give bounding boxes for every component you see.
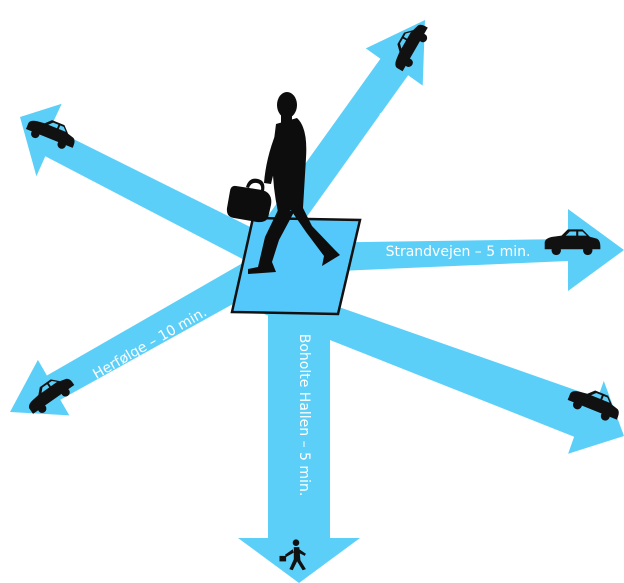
- route-label-strandvejen: Strandvejen – 5 min.: [386, 244, 531, 260]
- center-square: [232, 218, 360, 314]
- route-label-boholte-hallen: Boholte Hallen – 5 min.: [296, 334, 312, 497]
